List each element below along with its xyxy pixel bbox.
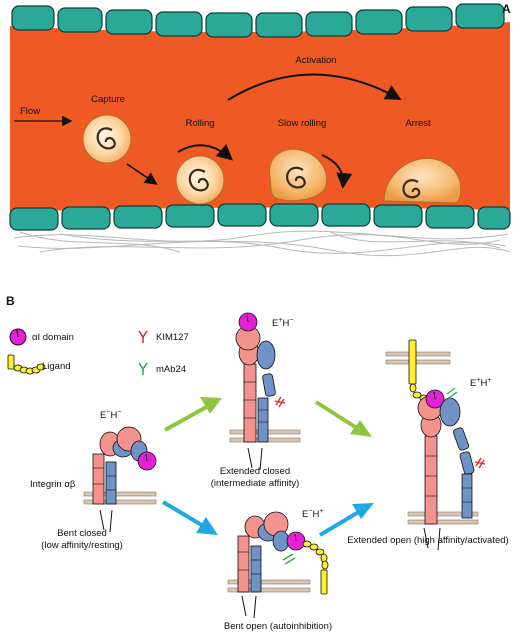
- mab24-legend-icon: [138, 362, 148, 375]
- activation-arrow: [227, 73, 402, 101]
- activation-label: Activation: [295, 55, 337, 66]
- bent-closed-title: Bent closed: [57, 528, 107, 539]
- flow-label: Flow: [20, 106, 41, 117]
- kim127-legend-label: KIM127: [156, 332, 189, 343]
- slow-rolling-arrow: [321, 154, 353, 189]
- extended-closed-title: Extended closed: [219, 466, 291, 477]
- extended-closed-state-code: E+H−: [272, 316, 294, 329]
- transition-arrows: [161, 397, 374, 537]
- slow-rolling-cell: [268, 148, 328, 202]
- mab24-legend-label: mAb24: [156, 364, 187, 375]
- integrin-label: Integrin αβ: [30, 479, 76, 490]
- ai-domain-legend-label: αI domain: [32, 332, 74, 343]
- panel-b-label: B: [6, 294, 15, 308]
- ai-domain-legend-icon: [9, 328, 27, 346]
- extended-open-integrin: [385, 339, 486, 551]
- arrest-cell: [383, 158, 462, 204]
- slow-rolling-label: Slow rolling: [277, 118, 327, 129]
- rolling-arrow: [177, 144, 234, 161]
- kim127-legend-icon: [138, 330, 148, 343]
- extended-closed-subtitle: (intermediate affinity): [210, 478, 300, 489]
- panel-a-label: A: [502, 2, 511, 16]
- bent-open-integrin: [227, 511, 329, 619]
- bent-closed-integrin: [83, 426, 157, 533]
- ligand-legend-icon: [7, 354, 46, 375]
- rolling-cell: [175, 155, 225, 205]
- bent-open-title: Bent open (autoinhibition): [223, 621, 333, 632]
- blood-vessel: [10, 22, 510, 212]
- matrix-fibers: [13, 230, 511, 257]
- capture-label: Capture: [91, 94, 125, 105]
- bent-closed-subtitle: (low affinity/resting): [41, 540, 123, 551]
- endothelium-bottom: [9, 203, 511, 231]
- extended-closed-integrin: [229, 312, 301, 471]
- bent-closed-state-code: E−H−: [100, 408, 122, 421]
- extended-open-title: Extended open (high affinity/activated): [347, 535, 509, 546]
- ligand-legend-label: Ligand: [42, 361, 71, 372]
- endothelium-top: [11, 3, 505, 38]
- bent-open-state-code: E−H+: [302, 507, 324, 520]
- extended-open-state-code: E+H+: [470, 376, 492, 389]
- rolling-label: Rolling: [185, 118, 215, 129]
- capture-cell: [82, 114, 132, 164]
- capture-to-rolling-arrow: [126, 163, 158, 185]
- arrest-label: Arrest: [405, 118, 431, 129]
